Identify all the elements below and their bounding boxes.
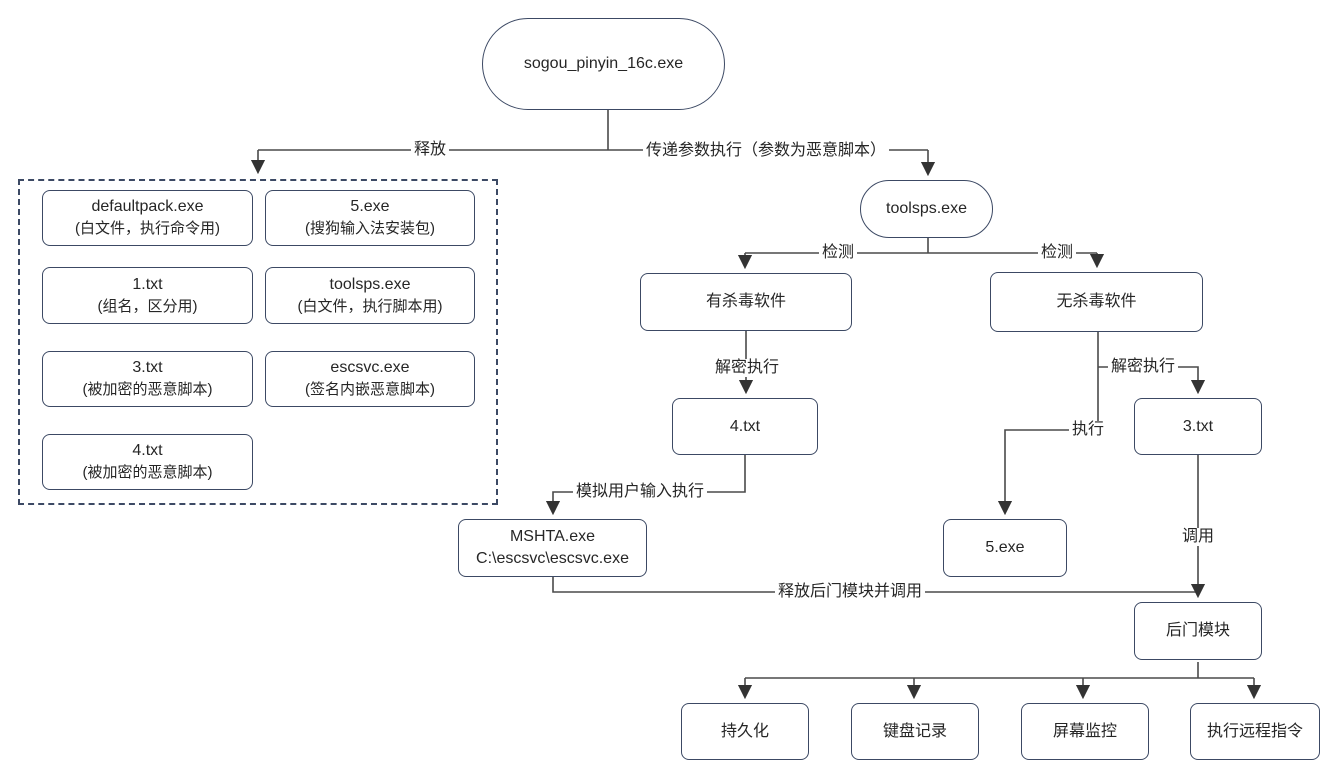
- node-defaultpack-exe: defaultpack.exe (白文件，执行命令用): [42, 190, 253, 246]
- file-name: 1.txt: [132, 275, 163, 293]
- node-sogou-pinyin-installer: sogou_pinyin_16c.exe: [482, 18, 725, 110]
- edge-label-decrypt-left: 解密执行: [711, 359, 783, 377]
- file-name: 4.txt: [132, 442, 163, 459]
- node-3-txt: 3.txt: [1134, 398, 1262, 455]
- node-mshta-exe: MSHTA.exe C:\escsvc\escsvc.exe: [458, 519, 647, 577]
- file-desc: (白文件，执行脚本用): [297, 297, 443, 315]
- node-toolsps-exe: toolsps.exe: [860, 180, 993, 238]
- edge-label-pass-params: 传递参数执行（参数为恶意脚本）: [642, 142, 890, 160]
- node-backdoor-module: 后门模块: [1134, 602, 1262, 660]
- file-name: 5.exe: [350, 198, 390, 215]
- file-name: escsvc.exe: [330, 359, 410, 376]
- node-label: 执行远程指令: [1206, 722, 1303, 740]
- node-1-txt: 1.txt (组名，区分用): [42, 267, 253, 324]
- file-desc: (白文件，执行命令用): [75, 220, 220, 237]
- file-name: toolsps.exe: [329, 275, 411, 293]
- node-keylogger: 键盘记录: [851, 703, 979, 760]
- node-persistence: 持久化: [681, 703, 809, 760]
- node-label: 无杀毒软件: [1056, 293, 1137, 310]
- edge-label-drop-backdoor: 释放后门模块并调用: [774, 583, 926, 601]
- node-label-line1: MSHTA.exe: [509, 528, 596, 545]
- edge-label-decrypt-right: 解密执行: [1107, 358, 1179, 376]
- node-label: 键盘记录: [882, 722, 947, 740]
- node-label: 3.txt: [1182, 417, 1214, 435]
- edge-label-detect-right: 检测: [1037, 244, 1077, 262]
- file-name: defaultpack.exe: [91, 198, 204, 215]
- node-remote-command: 执行远程指令: [1190, 703, 1320, 760]
- node-4-txt-dropped: 4.txt (被加密的恶意脚本): [42, 434, 253, 490]
- file-desc: (签名内嵌恶意脚本): [305, 381, 435, 398]
- node-5-exe-dropped: 5.exe (搜狗输入法安装包): [265, 190, 475, 246]
- edge-label-release: 释放: [410, 141, 450, 159]
- node-label: 5.exe: [985, 539, 1025, 556]
- file-desc: (组名，区分用): [97, 297, 198, 315]
- node-label: 有杀毒软件: [705, 293, 786, 310]
- node-label-line2: C:\escsvc\escsvc.exe: [476, 550, 629, 567]
- node-5-exe: 5.exe: [943, 519, 1067, 577]
- node-3-txt-dropped: 3.txt (被加密的恶意脚本): [42, 351, 253, 407]
- node-screen-monitor: 屏幕监控: [1021, 703, 1149, 760]
- node-4-txt: 4.txt: [672, 398, 818, 455]
- file-name: 3.txt: [132, 359, 163, 376]
- file-desc: (搜狗输入法安装包): [305, 220, 435, 237]
- edge-label-invoke: 调用: [1178, 528, 1218, 546]
- node-escsvc-exe: escsvc.exe (签名内嵌恶意脚本): [265, 351, 475, 407]
- file-desc: (被加密的恶意脚本): [82, 381, 213, 398]
- file-desc: (被加密的恶意脚本): [82, 464, 213, 481]
- dropped-files-group: [18, 179, 498, 505]
- node-label: 4.txt: [729, 417, 761, 435]
- node-antivirus-present: 有杀毒软件: [640, 273, 852, 331]
- node-antivirus-absent: 无杀毒软件: [990, 272, 1203, 332]
- node-label: 后门模块: [1165, 622, 1230, 639]
- node-toolsps-exe-dropped: toolsps.exe (白文件，执行脚本用): [265, 267, 475, 324]
- node-label: 屏幕监控: [1052, 722, 1117, 740]
- node-label: sogou_pinyin_16c.exe: [523, 55, 684, 72]
- edge-label-execute: 执行: [1068, 421, 1108, 439]
- node-label: toolsps.exe: [886, 200, 967, 217]
- node-label: 持久化: [720, 722, 769, 740]
- edge-label-detect-left: 检测: [818, 244, 858, 262]
- edge-label-simulate-input: 模拟用户输入执行: [572, 483, 708, 501]
